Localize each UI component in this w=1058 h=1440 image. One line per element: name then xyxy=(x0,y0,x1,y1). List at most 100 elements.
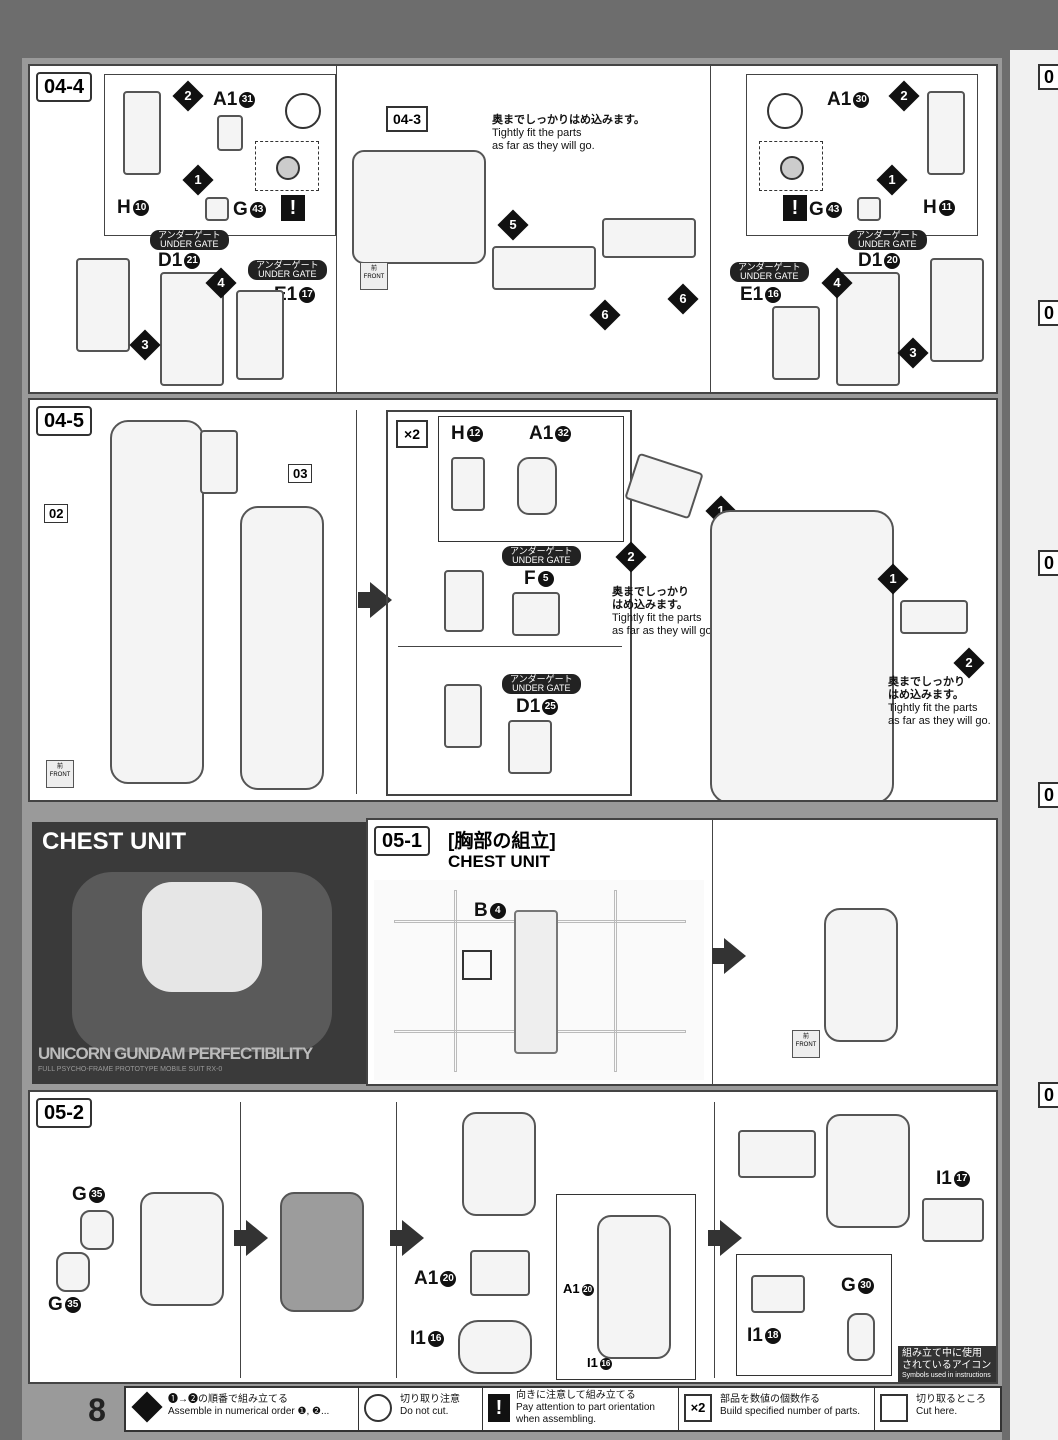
h10-part xyxy=(123,91,161,175)
cut-here-icon xyxy=(462,950,492,980)
h12-part xyxy=(451,457,485,511)
e1-part xyxy=(772,306,820,380)
chest-frame-part xyxy=(280,1192,364,1312)
step-5-marker: 5 xyxy=(497,209,529,241)
g43-part xyxy=(857,197,881,221)
next-arrow xyxy=(708,1220,742,1256)
step-2-marker: 2 xyxy=(888,80,920,112)
legend-nocut-en: Do not cut. xyxy=(400,1406,449,1417)
waist-leg-assembly xyxy=(710,510,894,800)
section-title-jp: [胸部の組立] xyxy=(448,831,556,852)
next-arrow xyxy=(712,938,746,974)
detail-box xyxy=(759,141,823,191)
step-tag: 05-1 xyxy=(374,826,431,856)
step-4-marker: 4 xyxy=(205,267,237,299)
a1-part xyxy=(517,457,557,515)
step-1-marker: 1 xyxy=(877,563,909,595)
i1-part xyxy=(458,1320,532,1374)
step-1-marker: 1 xyxy=(182,164,214,196)
g35-part xyxy=(80,1210,114,1250)
divider xyxy=(398,646,622,647)
step-3-marker: 3 xyxy=(129,329,161,361)
next-page-tab: 0 xyxy=(1038,550,1058,576)
hip-part xyxy=(200,430,238,494)
step-tag: 04-5 xyxy=(36,406,93,436)
f5-part xyxy=(512,592,560,636)
chest-frame-part xyxy=(824,908,898,1042)
next-page-tab: 0 xyxy=(1038,782,1058,808)
step-6-marker: 6 xyxy=(667,283,699,315)
x2-icon: ×2 xyxy=(684,1394,712,1422)
ref-tag: 02 xyxy=(44,504,69,523)
step-tag: 04-4 xyxy=(36,72,93,102)
legend-nocut-jp: 切り取り注意 xyxy=(400,1394,460,1405)
caution-icon: ! xyxy=(783,195,807,221)
legend-orient-jp: 向きに注意して組み立てる xyxy=(516,1390,636,1401)
next-page-tab: 0 xyxy=(1038,64,1058,90)
i18-part xyxy=(751,1275,805,1313)
chest-highlight xyxy=(142,882,262,992)
brand-subtitle: FULL PSYCHO-FRAME PROTOTYPE MOBILE SUIT … xyxy=(38,1066,223,1073)
peg-detail xyxy=(780,156,804,180)
d1-part xyxy=(508,720,552,774)
step-2-marker: 2 xyxy=(172,80,204,112)
divider xyxy=(336,66,337,392)
icons-note: 組み立て中に使用 されているアイコン Symbols used in instr… xyxy=(898,1346,996,1382)
b4-part xyxy=(514,910,558,1054)
next-arrow xyxy=(234,1220,268,1256)
legend-orient-en: Pay attention to part orientation xyxy=(516,1402,655,1413)
skirt-part xyxy=(624,452,704,520)
d1-part xyxy=(836,272,900,386)
g30-part xyxy=(847,1313,875,1361)
no-cut-icon xyxy=(767,93,803,129)
legend-count-en: Build specified number of parts. xyxy=(720,1406,861,1417)
step-1-marker: 1 xyxy=(876,164,908,196)
armor-part xyxy=(492,246,596,290)
ref-tag: 03 xyxy=(288,464,313,483)
assembly-left-part xyxy=(76,258,130,352)
assembly-right-part xyxy=(930,258,984,362)
x2-icon: ×2 xyxy=(396,420,428,448)
chest-unit-photo: CHEST UNIT UNICORN GUNDAM PERFECTIBILITY… xyxy=(32,822,366,1084)
leg-02-part xyxy=(110,420,204,784)
legend-cut-en: Cut here. xyxy=(916,1406,958,1417)
caution-icon: ! xyxy=(488,1394,510,1422)
step-tag: 05-2 xyxy=(36,1098,93,1128)
skirt-part xyxy=(900,600,968,634)
photo-title: CHEST UNIT xyxy=(42,828,186,855)
legend-order-en: Assemble in numerical order ❶, ❷... xyxy=(168,1406,330,1417)
ref-tag: 04-3 xyxy=(386,106,428,132)
next-page-tab: 0 xyxy=(1038,300,1058,326)
sprue-line xyxy=(614,890,617,1072)
sprue-line xyxy=(454,890,457,1072)
step-2-marker: 2 xyxy=(615,541,647,573)
a1-part xyxy=(217,115,243,151)
next-page-tab: 0 xyxy=(1038,1082,1058,1108)
